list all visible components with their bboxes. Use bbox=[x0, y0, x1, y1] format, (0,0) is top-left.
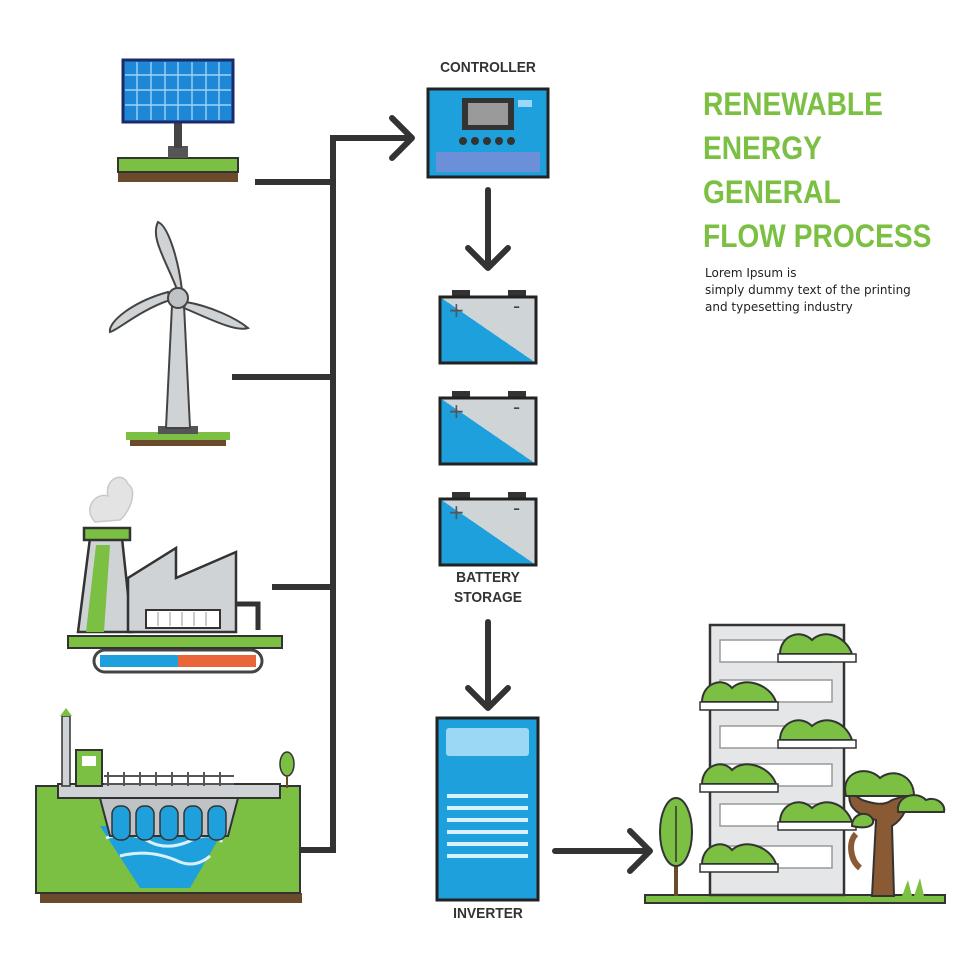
charge-controller-icon bbox=[426, 87, 550, 179]
geothermal-plant-icon bbox=[67, 476, 283, 674]
solar-panel-icon bbox=[117, 58, 239, 182]
wind-turbine-icon bbox=[108, 220, 251, 446]
svg-text:-: - bbox=[513, 294, 520, 318]
svg-text:+: + bbox=[448, 500, 465, 524]
description-line-2: simply dummy text of the printing bbox=[705, 283, 911, 297]
description-line-3: and typesetting industry bbox=[705, 300, 853, 314]
title-line-4: FLOW PROCESS bbox=[703, 218, 932, 254]
svg-text:-: - bbox=[513, 496, 520, 520]
inverter-label: INVERTER bbox=[453, 905, 523, 922]
svg-text:+: + bbox=[448, 298, 465, 322]
battery-label-line-1: BATTERY bbox=[456, 569, 520, 586]
battery-storage-label: BATTERY STORAGE bbox=[433, 568, 543, 608]
arrow-to-battery bbox=[465, 245, 511, 271]
description-line-1: Lorem Ipsum is bbox=[705, 266, 797, 280]
inverter-icon bbox=[435, 716, 540, 902]
battery-icon: + - bbox=[438, 391, 538, 466]
title-line-3: GENERAL bbox=[703, 174, 841, 210]
title-line-1: RENEWABLE bbox=[703, 86, 883, 122]
svg-text:-: - bbox=[513, 395, 520, 419]
arrow-to-building bbox=[627, 828, 653, 874]
flow-arrows bbox=[389, 115, 653, 874]
title-line-2: ENERGY bbox=[703, 130, 822, 166]
controller-label: CONTROLLER bbox=[440, 59, 536, 76]
green-building-icon bbox=[644, 623, 946, 904]
battery-icon: + - bbox=[438, 492, 538, 567]
arrow-to-inverter bbox=[465, 685, 511, 711]
hydro-dam-icon bbox=[35, 708, 302, 903]
svg-text:+: + bbox=[448, 399, 465, 423]
source-connectors bbox=[232, 135, 411, 853]
battery-icon: + - bbox=[438, 290, 538, 365]
battery-label-line-2: STORAGE bbox=[454, 589, 522, 606]
arrow-to-controller bbox=[389, 115, 415, 161]
